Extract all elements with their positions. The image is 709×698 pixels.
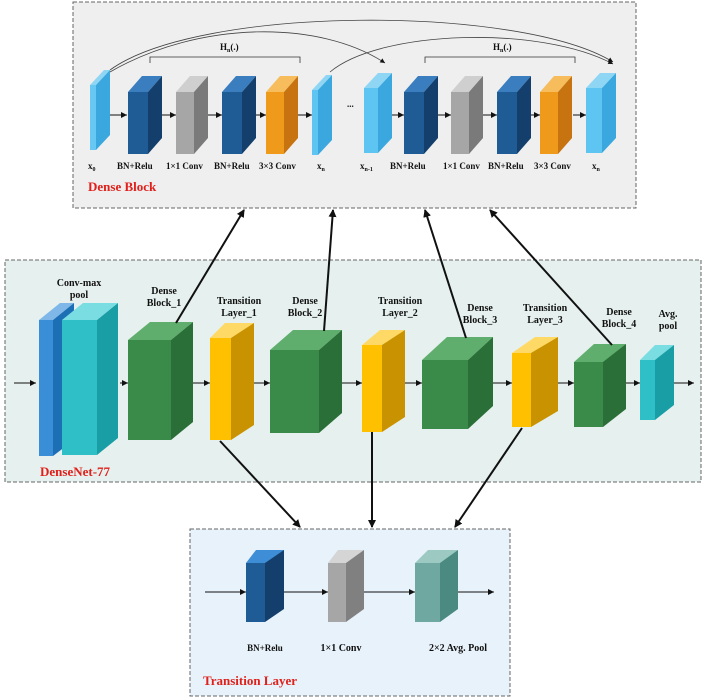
block-dense-1 <box>128 322 193 440</box>
densenet-panel: DenseNet-77 <box>4 259 702 483</box>
label-bn-relu: BN+Relu <box>214 161 250 171</box>
label-dense: Dense <box>606 307 632 318</box>
label-avg-pool: 2×2 Avg. Pool <box>429 643 487 654</box>
label-block-1: Block_1 <box>147 298 181 309</box>
block-transition-1 <box>210 323 254 440</box>
label-transition: Transition <box>217 296 262 307</box>
tl-conv1x1-block <box>328 550 364 622</box>
transition-layer-title: Transition Layer <box>203 673 297 688</box>
slab-xn-end <box>586 73 616 153</box>
skip-arc <box>329 37 614 73</box>
block-dense-4 <box>574 344 626 427</box>
slab-conv1x1 <box>176 76 208 154</box>
label-bn-relu: BN+Relu <box>117 161 153 171</box>
label-conv1x1: 1×1 Conv <box>443 161 480 171</box>
slab-bn-relu <box>222 76 256 154</box>
tl-bn-relu-block <box>246 550 284 622</box>
label-layer-2: Layer_2 <box>382 308 418 319</box>
svg-text:Hn(.): Hn(.) <box>220 42 239 54</box>
block-dense-2 <box>270 330 342 433</box>
label-dense: Dense <box>467 303 493 314</box>
block-dense-3 <box>422 337 493 429</box>
svg-text:x0: x0 <box>88 161 96 173</box>
slab-conv3x3 <box>540 76 572 154</box>
svg-text:Hn(.): Hn(.) <box>493 42 512 54</box>
slab-xn <box>312 75 332 155</box>
brace-left <box>149 56 301 63</box>
label-block-2: Block_2 <box>288 308 322 319</box>
ellipsis: ... <box>347 99 354 109</box>
label-pool: pool <box>659 321 678 332</box>
block-avg-pool <box>640 345 674 420</box>
label-avg: Avg. <box>659 309 678 320</box>
label-conv3x3: 3×3 Conv <box>259 161 296 171</box>
label-pool: pool <box>70 290 89 301</box>
label-conv1x1: 1×1 Conv <box>321 643 362 654</box>
svg-text:xn: xn <box>592 161 601 173</box>
svg-text:xn-1: xn-1 <box>360 161 373 173</box>
connector-arrows <box>175 209 613 528</box>
label-bn-relu: BN+Relu <box>247 643 283 653</box>
label-dense: Dense <box>151 286 177 297</box>
label-bn-relu: BN+Relu <box>488 161 524 171</box>
dense-block-panel: Dense Block Hn(.) Hn(.) <box>72 1 637 209</box>
transition-layer-panel: Transition Layer BN+Relu 1×1 Conv 2×2 Av… <box>189 528 511 697</box>
label-conv3x3: 3×3 Conv <box>534 161 571 171</box>
slab-conv1x1 <box>451 76 483 154</box>
label-conv-max: Conv-max <box>57 278 101 289</box>
densenet-title: DenseNet-77 <box>40 464 111 479</box>
slab-bn-relu <box>497 76 531 154</box>
slab-bn-relu <box>404 76 438 154</box>
block-transition-3 <box>512 337 558 427</box>
label-layer-1: Layer_1 <box>221 308 257 319</box>
label-block-3: Block_3 <box>463 315 497 326</box>
brace-label: H <box>220 42 227 52</box>
dense-block-title: Dense Block <box>88 179 157 194</box>
skip-arc <box>109 19 614 71</box>
skip-arc <box>109 31 386 73</box>
brace-label: H <box>493 42 500 52</box>
label-block-4: Block_4 <box>602 319 636 330</box>
slab-conv3x3 <box>266 76 298 154</box>
brace-right <box>424 56 576 63</box>
block-conv-maxpool <box>39 303 118 456</box>
label-transition: Transition <box>378 296 423 307</box>
label-bn-relu: BN+Relu <box>390 161 426 171</box>
label-conv1x1: 1×1 Conv <box>166 161 203 171</box>
slab-x0 <box>90 70 110 150</box>
svg-text:xn: xn <box>317 161 326 173</box>
tl-avgpool-block <box>415 550 458 622</box>
label-layer-3: Layer_3 <box>527 315 563 326</box>
slab-xn-1 <box>364 73 392 153</box>
label-transition: Transition <box>523 303 568 314</box>
label-dense: Dense <box>292 296 318 307</box>
block-transition-2 <box>362 330 405 432</box>
slab-bn-relu <box>128 76 162 154</box>
